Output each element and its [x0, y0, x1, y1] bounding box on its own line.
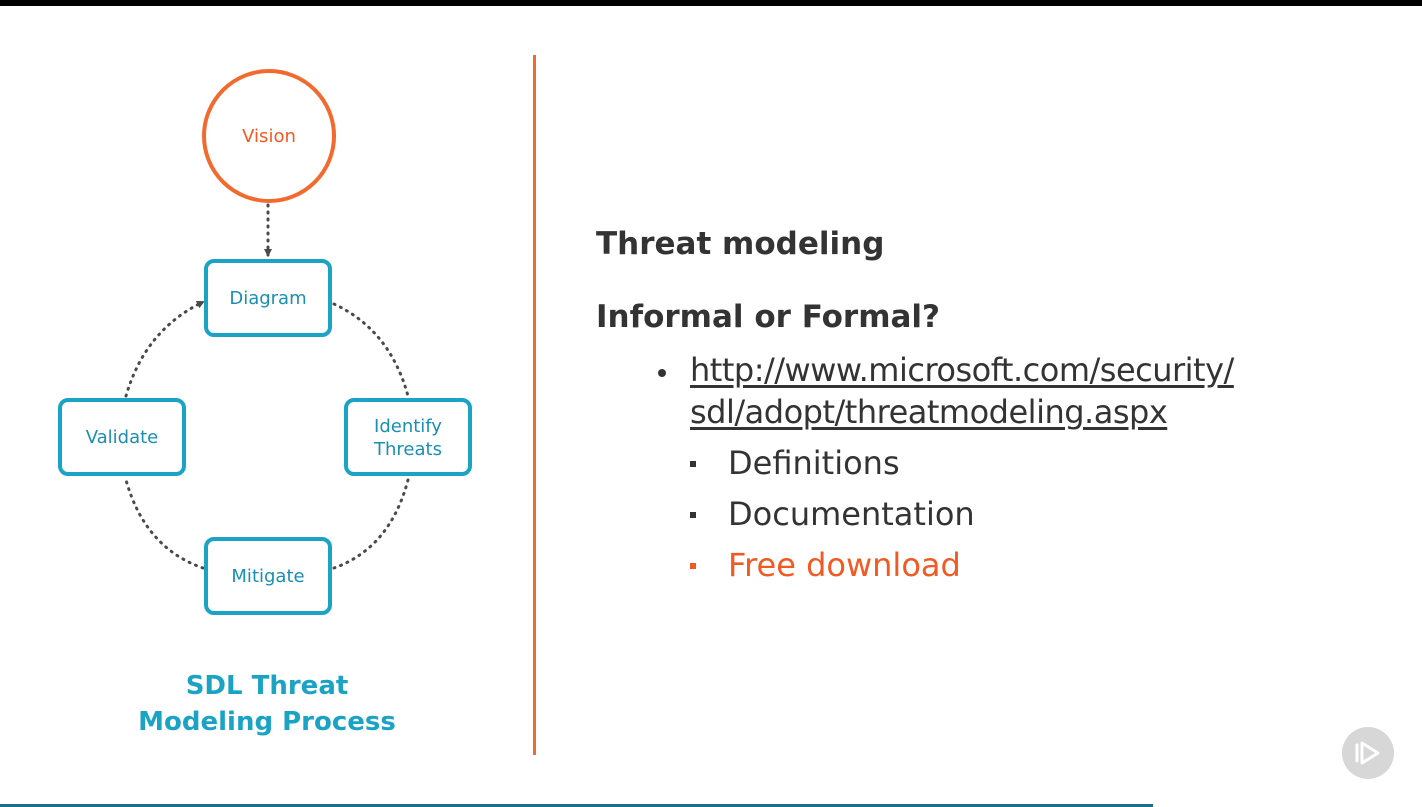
connector-identify-mitigate: [332, 478, 410, 570]
play-icon: [1355, 741, 1380, 765]
link-line-1: http://www.microsoft.com/security/: [690, 351, 1234, 389]
square-bullet: [690, 563, 696, 569]
video-progress-bar[interactable]: [0, 804, 1153, 807]
link-line-2: sdl/adopt/threatmodeling.aspx: [690, 393, 1168, 431]
top-bar: [0, 0, 1422, 6]
threat-modeling-link[interactable]: http://www.microsoft.com/security/ sdl/a…: [690, 349, 1234, 433]
slide-divider: [533, 55, 536, 755]
connector-diagram-identify: [332, 302, 410, 398]
identify-label-line2: Threats: [373, 439, 442, 460]
mitigate-label: Mitigate: [231, 566, 304, 587]
caption-line-2: Modeling Process: [138, 707, 396, 737]
identify-label-line1: Identify: [374, 416, 442, 437]
subitem-label: Documentation: [728, 495, 975, 533]
connector-mitigate-validate: [124, 478, 205, 570]
diagram-caption: SDL Threat Modeling Process: [100, 668, 434, 740]
validate-node: [58, 398, 186, 476]
subitem-label: Free download: [728, 546, 961, 584]
validate-label: Validate: [86, 427, 159, 448]
slide-subheading: Informal or Formal?: [596, 299, 941, 335]
identify-threats-node: [344, 398, 472, 476]
square-bullet: [690, 461, 696, 467]
vision-node: [202, 69, 336, 203]
bullet-dot: [658, 369, 666, 377]
diagram-node: [204, 259, 332, 337]
square-bullet: [690, 512, 696, 518]
slide-heading: Threat modeling: [596, 226, 885, 262]
mitigate-node: [204, 537, 332, 615]
vision-label: Vision: [242, 126, 296, 147]
subitem-label: Definitions: [728, 444, 900, 482]
connector-validate-diagram: [124, 300, 205, 398]
play-button[interactable]: [1342, 727, 1394, 779]
caption-line-1: SDL Threat: [185, 671, 349, 701]
diagram-label: Diagram: [229, 288, 306, 309]
